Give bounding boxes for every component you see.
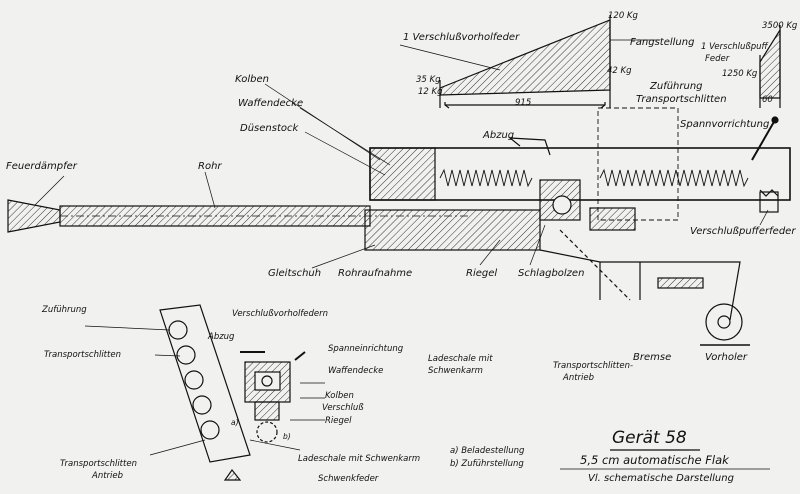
label-pufferfeder-2: Feder bbox=[705, 54, 730, 64]
buffer-spring-diagram bbox=[759, 25, 781, 108]
label-35kg: 35 Kg bbox=[416, 75, 441, 85]
detail-label-verschlussvorholfedern: Verschlußvorholfedern bbox=[232, 309, 329, 319]
subtitle: 5,5 cm automatische Flak bbox=[580, 453, 729, 467]
feed-detail bbox=[84, 304, 251, 481]
label-pufferfeder-1: 1 Verschlußpuff bbox=[701, 42, 768, 52]
label-vorholer: Vorholer bbox=[705, 352, 747, 363]
muzzle-brake-shape bbox=[7, 199, 61, 233]
detail-label-zufuehrung: Zuführung bbox=[42, 305, 87, 315]
title: Gerät 58 bbox=[612, 428, 687, 448]
detail-label-waffendecke: Waffendecke bbox=[328, 366, 384, 376]
label-dim-915: 915 bbox=[515, 98, 532, 108]
detail-label-tsa-1: Transportschlitten bbox=[60, 459, 137, 469]
label-abzug: Abzug bbox=[483, 130, 515, 141]
spring-force-diagram bbox=[399, 15, 660, 109]
barrel-mount-shape bbox=[364, 209, 541, 251]
detail-label-spanneinrichtung: Spanneinrichtung bbox=[328, 344, 404, 354]
label-3500kg: 3500 Kg bbox=[762, 21, 798, 31]
detail-label-tsa-2: Antrieb bbox=[92, 471, 124, 481]
label-tsa-2: Antrieb bbox=[563, 373, 595, 383]
label-gleitschuh: Gleitschuh bbox=[268, 268, 322, 279]
recoil-spring-shape bbox=[439, 168, 533, 188]
label-1250kg: 1250 Kg bbox=[722, 69, 758, 79]
label-transportschlitten-top: Transportschlitten bbox=[636, 94, 727, 105]
detail-label-ladeschale: Ladeschale mit Schwenkarm bbox=[298, 454, 421, 464]
label-120kg: 120 Kg bbox=[608, 11, 638, 21]
label-42kg: 42 Kg bbox=[607, 66, 632, 76]
label-schlagbolzen: Schlagbolzen bbox=[518, 268, 585, 279]
vorholer-wheel bbox=[705, 303, 743, 341]
legend-a: a) Beladestellung bbox=[450, 446, 525, 456]
label-fangstellung: Fangstellung bbox=[630, 37, 695, 48]
detail-label-kolben: Kolben bbox=[325, 391, 354, 401]
detail-label-transportschlitten: Transportschlitten bbox=[44, 350, 121, 360]
label-rohraufnahme: Rohraufnahme bbox=[338, 268, 413, 279]
label-ladeschale-2: Schwenkarm bbox=[428, 366, 483, 376]
label-rohr: Rohr bbox=[198, 161, 222, 172]
label-zufuehrung-top: Zuführung bbox=[650, 81, 703, 92]
detail-label-schwenkfeder: Schwenkfeder bbox=[318, 474, 379, 484]
label-riegel: Riegel bbox=[466, 268, 498, 279]
label-tsa-1: Transportschlitten- bbox=[553, 361, 634, 371]
label-kolben: Kolben bbox=[235, 74, 269, 85]
detail-label-pos-a: a) bbox=[231, 418, 239, 427]
legend-b: b) Zuführstellung bbox=[450, 459, 524, 469]
label-verschlusspufferfeder: Verschlußpufferfeder bbox=[690, 226, 796, 237]
detail-label-abzug: Abzug bbox=[208, 332, 235, 342]
label-feuerdaempfer: Feuerdämpfer bbox=[6, 161, 77, 172]
caption: Vl. schematische Darstellung bbox=[588, 473, 734, 484]
label-verschlussvorholfeder: 1 Verschlußvorholfeder bbox=[403, 32, 520, 43]
label-dim-60: 60 bbox=[762, 95, 773, 105]
label-ladeschale-1: Ladeschale mit bbox=[428, 354, 493, 364]
label-waffendecke: Waffendecke bbox=[238, 98, 304, 109]
label-spannvorrichtung: Spannvorrichtung bbox=[680, 119, 770, 130]
label-duesenstock: Düsenstock bbox=[240, 123, 299, 134]
detail-label-pos-b: b) bbox=[283, 432, 291, 441]
cross-section-detail bbox=[240, 351, 325, 451]
label-12kg: 12 Kg bbox=[418, 87, 443, 97]
detail-label-riegel: Riegel bbox=[325, 416, 352, 426]
detail-label-verschluss: Verschluß bbox=[322, 403, 364, 413]
label-bremse: Bremse bbox=[633, 352, 672, 363]
